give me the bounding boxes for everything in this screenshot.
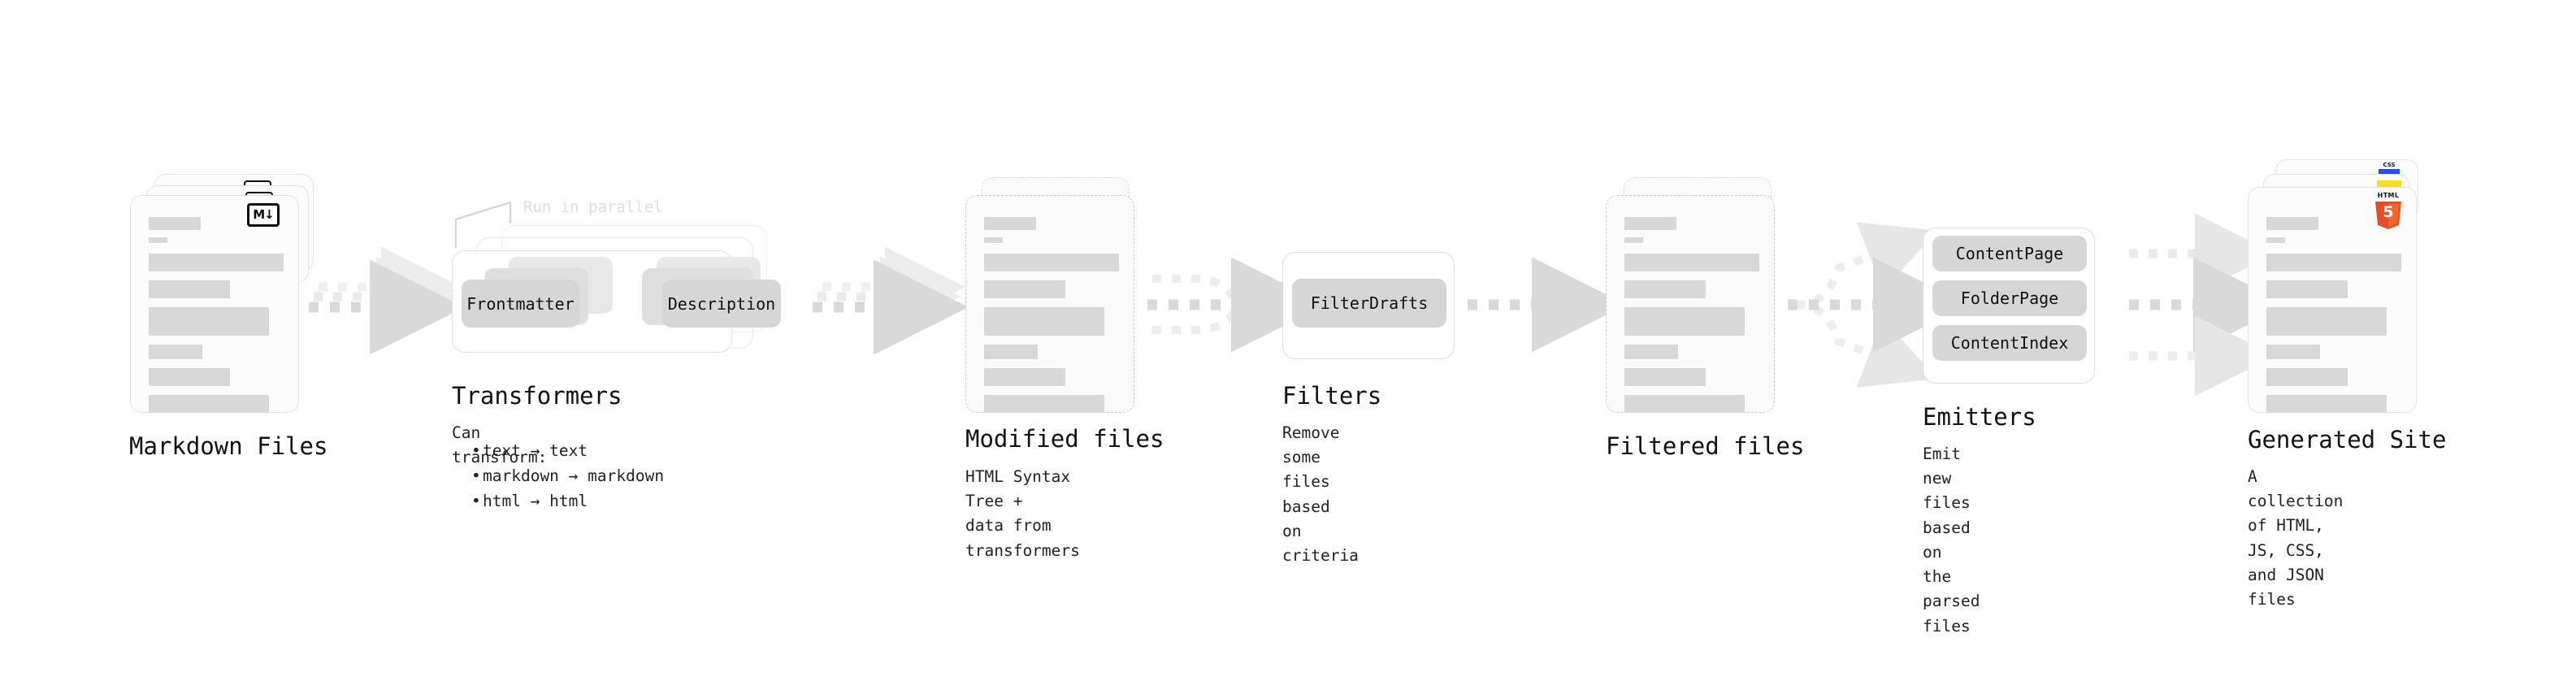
filtered-file-card-front[interactable] bbox=[1606, 195, 1775, 413]
placeholder-bar bbox=[149, 237, 167, 243]
filterdrafts-chip[interactable]: FilterDrafts bbox=[1292, 279, 1446, 327]
generated-site-card-front[interactable] bbox=[2248, 187, 2417, 413]
placeholder-bar bbox=[984, 307, 1104, 336]
html5-badge-number: 5 bbox=[2383, 203, 2394, 221]
placeholder-bar bbox=[2266, 254, 2401, 271]
placeholder-bar bbox=[2266, 237, 2285, 243]
arrow-transformers-to-modified bbox=[813, 246, 969, 355]
markdown-placeholder-lines bbox=[149, 217, 284, 420]
placeholder-bar bbox=[149, 254, 284, 271]
placeholder-bar bbox=[1624, 254, 1759, 271]
arrow-markdown-to-transformers bbox=[309, 246, 465, 355]
placeholder-bar bbox=[149, 307, 269, 336]
placeholder-bar bbox=[984, 280, 1065, 298]
placeholder-bar bbox=[149, 217, 201, 230]
folderpage-chip[interactable]: FolderPage bbox=[1932, 280, 2087, 316]
bullet-text: text → text bbox=[483, 441, 588, 460]
markdown-badge-front: M↓ bbox=[247, 203, 280, 227]
markdown-file-card-front[interactable] bbox=[130, 195, 299, 413]
arrow-filtered-to-emitters bbox=[1788, 222, 1968, 388]
placeholder-bar bbox=[1624, 217, 1676, 230]
placeholder-bar bbox=[1624, 307, 1745, 336]
arrow-modified-to-filters bbox=[1147, 257, 1326, 353]
placeholder-bar bbox=[984, 237, 1003, 243]
bullet-text: html → html bbox=[483, 491, 588, 510]
modified-placeholder-lines bbox=[984, 217, 1119, 420]
html5-badge: HTML 5 bbox=[2373, 193, 2404, 230]
bullet-text: markdown → markdown bbox=[483, 466, 665, 485]
filtered-placeholder-lines bbox=[1624, 217, 1759, 420]
transformers-bullet-list: •text → text •markdown → markdown •html … bbox=[452, 439, 664, 514]
placeholder-bar bbox=[984, 368, 1065, 386]
placeholder-bar bbox=[984, 345, 1038, 359]
modified-files-caption: Modified files bbox=[965, 425, 1164, 453]
emitters-caption: Emitters bbox=[1923, 403, 2036, 431]
css3-badge: CSS bbox=[2379, 162, 2400, 176]
placeholder-bar bbox=[149, 368, 230, 386]
list-item: •text → text bbox=[471, 441, 588, 460]
emitters-subcaption: Emit new files based on the parsed files bbox=[1923, 445, 1980, 635]
description-chip[interactable]: Description bbox=[662, 280, 781, 327]
placeholder-bar bbox=[984, 395, 1104, 413]
list-item: •html → html bbox=[471, 491, 588, 510]
placeholder-bar bbox=[984, 254, 1119, 271]
placeholder-bar bbox=[2266, 395, 2387, 413]
placeholder-bar bbox=[149, 280, 230, 298]
modified-file-card-front[interactable] bbox=[965, 195, 1134, 413]
filters-caption: Filters bbox=[1282, 382, 1382, 410]
placeholder-bar bbox=[149, 345, 202, 359]
placeholder-bar bbox=[1624, 345, 1678, 359]
transformers-subcaption: Can transform: bbox=[452, 423, 548, 467]
list-item: •markdown → markdown bbox=[471, 466, 665, 485]
placeholder-bar bbox=[2266, 217, 2318, 230]
placeholder-bar bbox=[2266, 307, 2387, 336]
placeholder-bar bbox=[1624, 237, 1643, 243]
arrow-emitters-to-site bbox=[2129, 213, 2288, 397]
filtered-files-caption: Filtered files bbox=[1606, 432, 1805, 460]
placeholder-bar bbox=[1624, 280, 1706, 298]
placeholder-bar bbox=[2266, 368, 2348, 386]
generated-site-caption: Generated Site bbox=[2248, 426, 2447, 453]
transformers-caption: Transformers bbox=[452, 382, 622, 410]
contentpage-chip[interactable]: ContentPage bbox=[1932, 236, 2087, 271]
placeholder-bar bbox=[2266, 345, 2320, 359]
placeholder-bar bbox=[1624, 368, 1706, 386]
placeholder-bar bbox=[984, 217, 1036, 230]
html5-badge-label: HTML bbox=[2377, 192, 2400, 199]
placeholder-bar bbox=[2266, 280, 2348, 298]
modified-files-subcaption: HTML Syntax Tree + data from transformer… bbox=[965, 467, 1080, 560]
placeholder-bar bbox=[149, 395, 269, 413]
generated-placeholder-lines bbox=[2266, 217, 2401, 420]
frontmatter-chip[interactable]: Frontmatter bbox=[462, 280, 579, 327]
generated-site-subcaption: A collection of HTML, JS, CSS, and JSON … bbox=[2248, 467, 2344, 609]
contentindex-chip[interactable]: ContentIndex bbox=[1932, 325, 2087, 361]
run-in-parallel-label: Run in parallel bbox=[523, 198, 663, 216]
markdown-files-caption: Markdown Files bbox=[129, 432, 328, 460]
filters-subcaption: Remove some files based on criteria bbox=[1282, 423, 1359, 566]
css3-badge-label: CSS bbox=[2383, 162, 2396, 168]
placeholder-bar bbox=[1624, 395, 1745, 413]
